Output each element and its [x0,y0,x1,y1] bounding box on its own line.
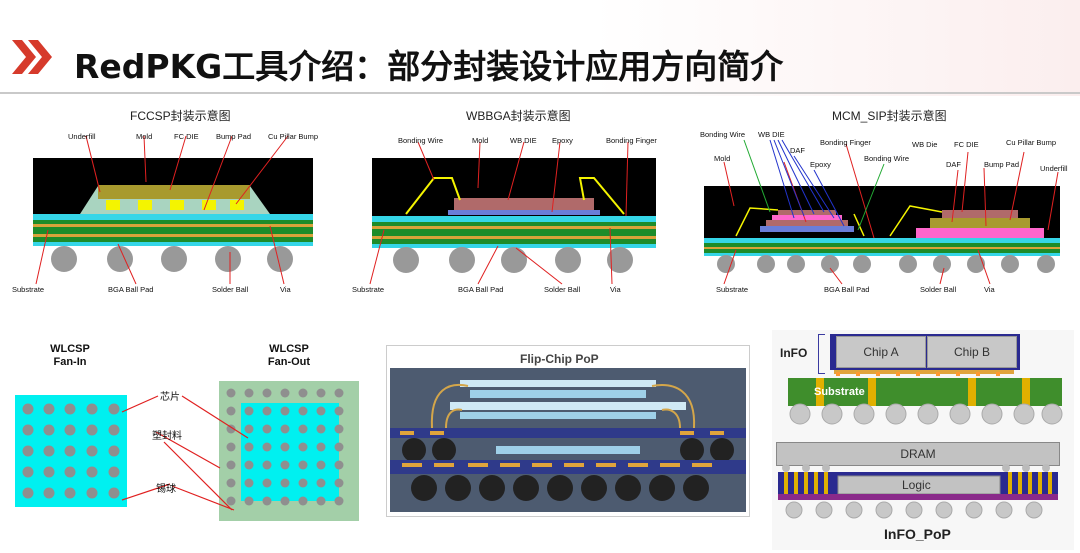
mcm-label-via: Via [984,285,995,294]
mcm-label-epoxy: Epoxy [810,160,831,169]
wbbga-caption: WBBGA封装示意图 [466,109,571,123]
mcm-label-cu-pillar: Cu Pillar Bump [1006,138,1057,147]
mcm-label-fc-die: FC DIE [954,140,979,149]
wbbga-label-bonding-finger: Bonding Finger [606,136,657,145]
mcm-label-wb-die-2: WB Die [912,140,938,149]
mcm-label-bonding-finger: Bonding Finger [820,138,871,147]
wbbga-diagram: Bonding Wire Mold WB DIE Epoxy Bonding F… [348,122,670,298]
wbbga-label-epoxy: Epoxy [552,136,573,145]
header-band [0,0,1080,96]
title-divider [0,92,1080,94]
fccsp-label-fc-die: FC DIE [174,132,199,141]
fccsp-diagram: Underfill Mold FC DIE Bump Pad Cu Pillar… [8,122,320,298]
flip-chip-pop-diagram [390,368,746,512]
fccsp-caption: FCCSP封装示意图 [130,109,231,123]
page-title: RedPKG工具介绍：部分封装设计应用方向简介 [74,47,784,86]
chevron-logo-icon [12,40,52,74]
fccsp-label-bump-pad: Bump Pad [216,132,252,141]
info-chip-a-label: Chip A [863,345,899,359]
fccsp-label-cu-pillar: Cu Pillar Bump [268,132,319,141]
wbbga-label-mold: Mold [472,136,489,145]
mcm-label-bonding-wire: Bonding Wire [700,130,746,139]
wbbga-label-bonding-wire: Bonding Wire [398,136,444,145]
fccsp-label-solder-ball: Solder Ball [212,285,249,294]
fccsp-label-via: Via [280,285,291,294]
info-chip-b: Chip B [927,336,1017,368]
info-bracket [818,334,825,374]
mcm-label-underfill: Underfill [1040,164,1068,173]
mcm-label-wb-die: WB DIE [758,130,785,139]
info-chip-a: Chip A [836,336,926,368]
fccsp-label-mold: Mold [136,132,153,141]
mcm-label-mold: Mold [714,154,731,163]
info-dram: DRAM [776,442,1060,466]
wlcsp-label-mold: 塑封料 [152,431,182,442]
wbbga-label-substrate: Substrate [352,285,385,294]
wbbga-label-via: Via [610,285,621,294]
mcm-label-daf-2: DAF [946,160,961,169]
wlcsp-label-chip: 芯片 [160,392,180,403]
mcm-label-substrate: Substrate [716,285,749,294]
fccsp-label-underfill: Underfill [68,132,96,141]
info-chip-b-label: Chip B [953,345,991,359]
fccsp-label-bga-ball-pad: BGA Ball Pad [108,285,154,294]
wbbga-label-wb-die: WB DIE [510,136,537,145]
mcm-sip-diagram: Bonding Wire WB DIE DAF Mold Epoxy Bondi… [694,122,1074,298]
info-substrate-label: Substrate [814,386,865,398]
wlcsp-fan-in-diagram [15,395,127,507]
fccsp-label-substrate: Substrate [12,285,45,294]
wbbga-label-solder-ball: Solder Ball [544,285,581,294]
info-logic-label: Logic [902,478,931,492]
info-label: InFO [780,346,808,360]
mcm-sip-caption: MCM_SIP封装示意图 [832,109,947,123]
flip-chip-pop-caption: Flip-Chip PoP [520,352,599,366]
wlcsp-label-ball: 锡球 [156,484,176,495]
wlcsp-pointer-lines [121,395,249,511]
info-substrate-diagram [788,370,1063,425]
wbbga-label-bga-ball-pad: BGA Ball Pad [458,285,504,294]
mcm-label-bonding-wire-2: Bonding Wire [864,154,910,163]
mcm-label-solder-ball: Solder Ball [920,285,957,294]
wlcsp-fan-out-diagram [219,381,359,521]
mcm-label-bga-ball-pad: BGA Ball Pad [824,285,870,294]
info-dram-label: DRAM [900,447,936,461]
mcm-label-bump-pad: Bump Pad [984,160,1020,169]
info-pop-diagram [778,464,1058,519]
mcm-label-daf-1: DAF [790,146,805,155]
info-pop-caption: InFO_PoP [884,526,951,542]
